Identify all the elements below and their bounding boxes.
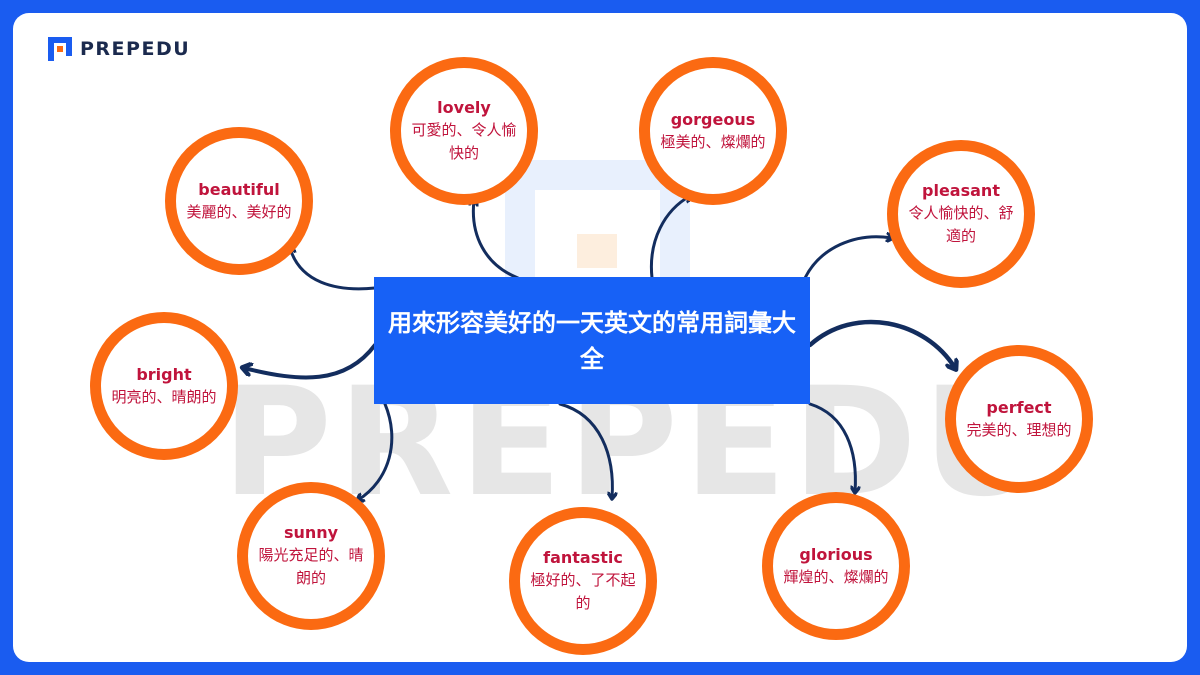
central-topic-box: 用來形容美好的一天英文的常用詞彙大全 [374,277,810,404]
word-node-bright: bright 明亮的、晴朗的 [90,312,238,460]
word-english: glorious [799,544,873,564]
arrow-to-sunny [358,402,394,500]
word-chinese: 明亮的、晴朗的 [111,387,217,406]
word-english: lovely [437,98,491,117]
arrow-to-gorgeous [649,196,690,280]
word-english: bright [136,364,192,384]
arrow-to-glorious [808,402,855,492]
word-node-lovely: lovely 可愛的、令人愉快的 [390,57,538,205]
arrow-to-perfect [807,319,955,368]
word-node-sunny: sunny 陽光充足的、晴朗的 [237,482,385,630]
arrow-to-pleasant [803,237,892,280]
central-topic-title: 用來形容美好的一天英文的常用詞彙大全 [388,308,796,373]
word-chinese: 完美的、理想的 [966,420,1072,439]
word-english: beautiful [198,179,280,199]
word-node-perfect: perfect 完美的、理想的 [945,345,1093,493]
arrow-to-fantastic [558,402,612,498]
word-english: fantastic [543,548,623,567]
word-chinese: 美麗的、美好的 [186,202,292,221]
word-chinese: 令人愉快的、舒適的 [908,204,1014,245]
arrow-to-bright [244,343,377,380]
brand-logo: PREPEDU [47,36,190,62]
word-english: perfect [986,397,1052,417]
word-chinese: 極好的、了不起的 [530,571,636,612]
word-english: gorgeous [670,109,756,129]
prepedu-logo-icon [48,37,72,61]
word-node-pleasant: pleasant 令人愉快的、舒適的 [887,140,1035,288]
word-node-glorious: glorious 輝煌的、燦爛的 [762,492,910,640]
word-english: sunny [283,523,339,542]
word-chinese: 極美的、燦爛的 [660,132,766,151]
word-english: pleasant [922,181,1000,200]
arrow-to-lovely [473,200,520,280]
brand-name: PREPEDU [80,38,191,60]
arrow-to-beautiful [290,248,377,291]
word-node-fantastic: fantastic 極好的、了不起的 [509,507,657,655]
word-node-gorgeous: gorgeous 極美的、燦爛的 [639,57,787,205]
word-chinese: 陽光充足的、晴朗的 [258,546,364,587]
word-chinese: 輝煌的、燦爛的 [783,567,889,586]
word-node-beautiful: beautiful 美麗的、美好的 [165,127,313,275]
word-chinese: 可愛的、令人愉快的 [411,121,517,162]
